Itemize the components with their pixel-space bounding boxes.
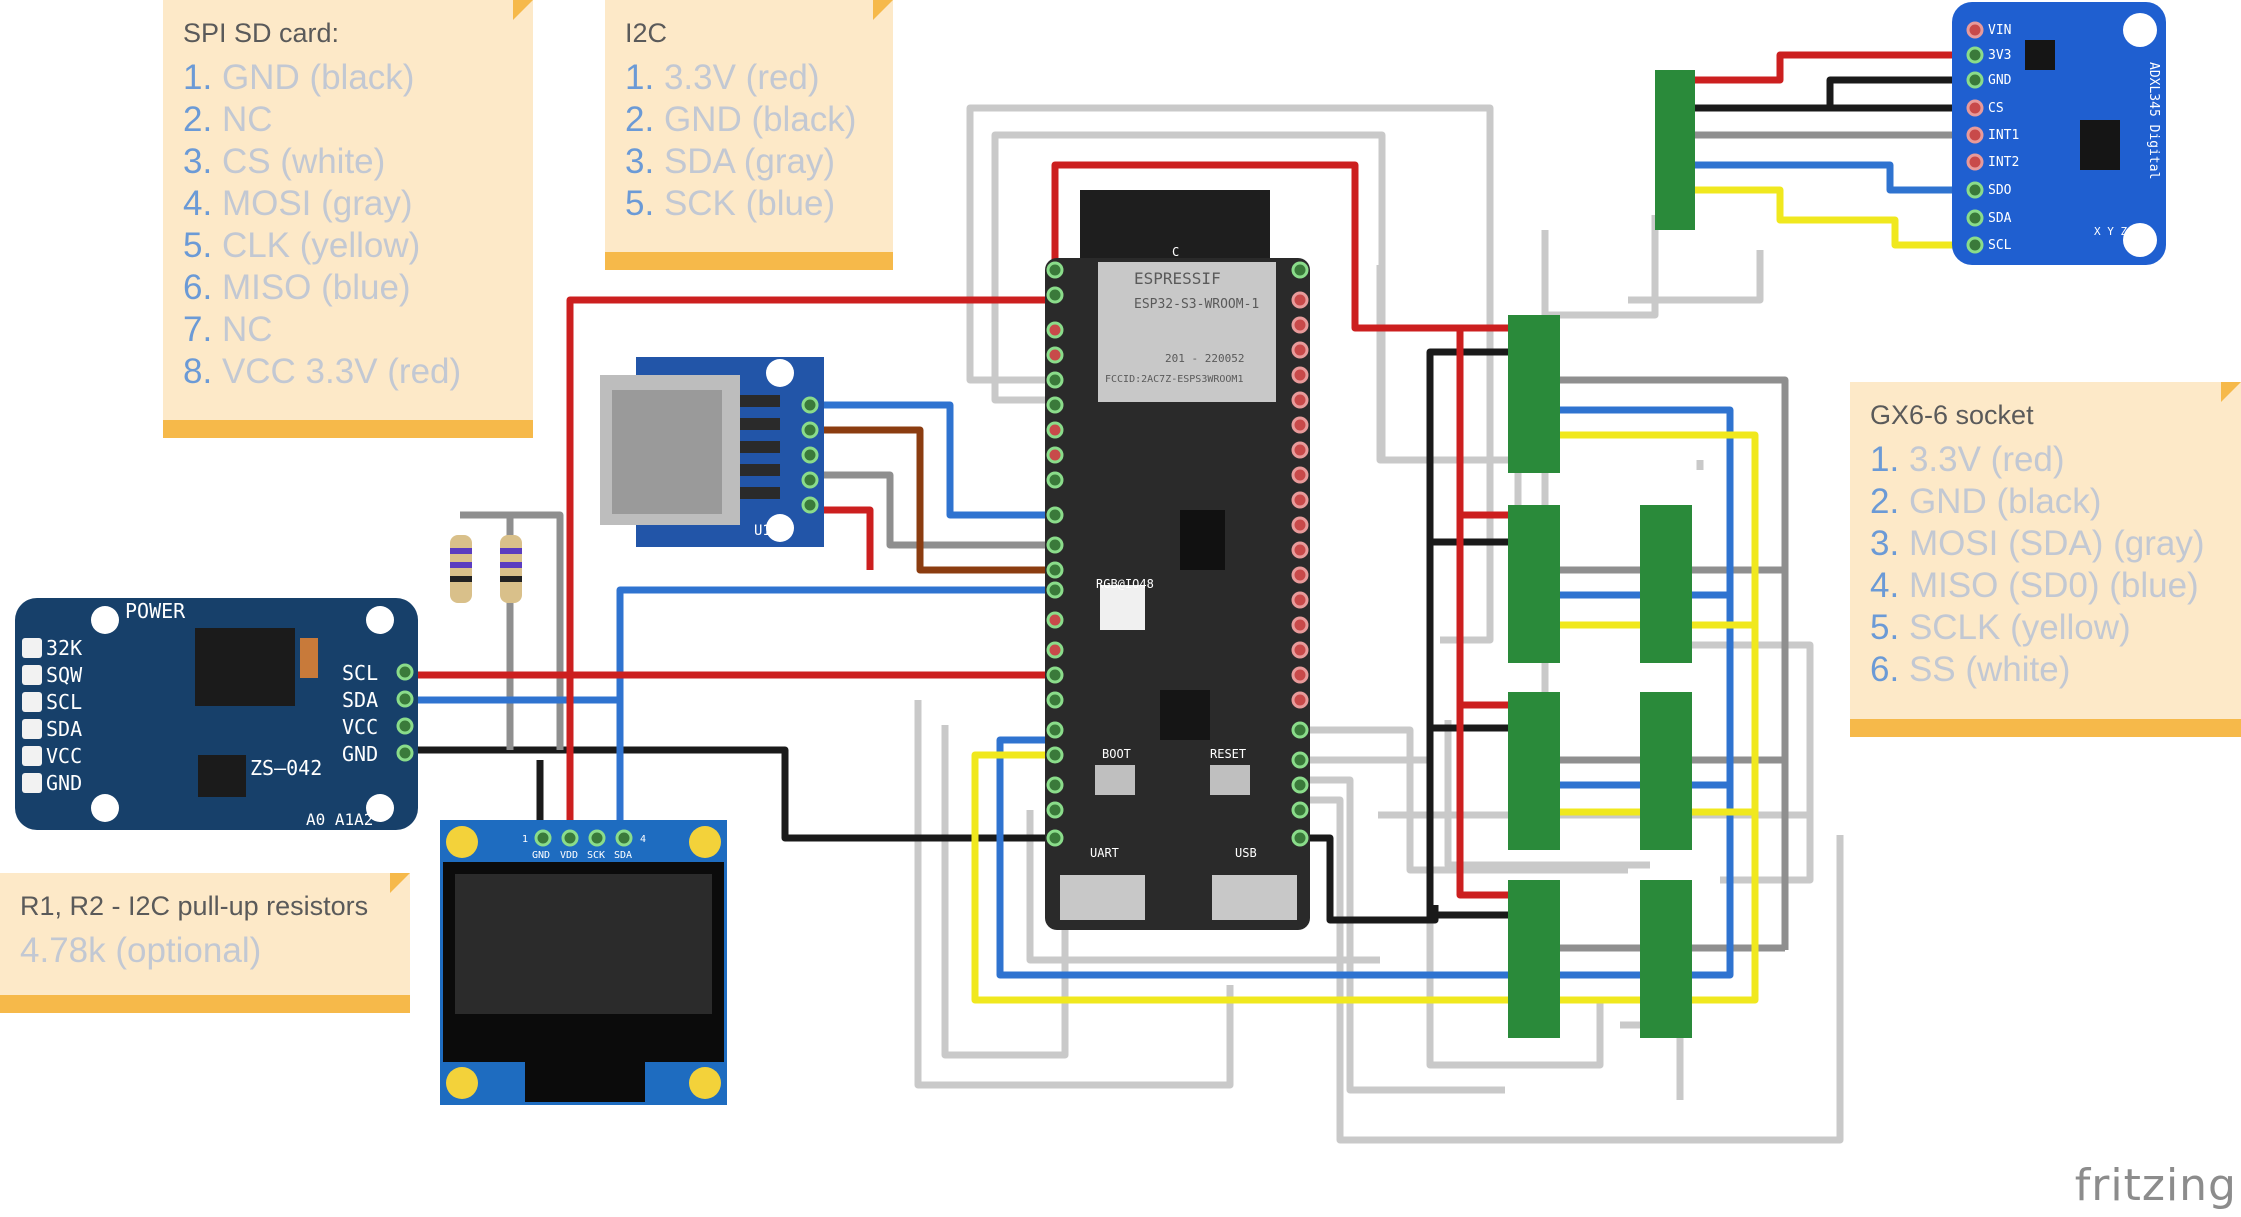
- sd-u1-label: U1: [754, 523, 771, 539]
- note-i2c-item: 5. SCK (blue): [625, 184, 836, 223]
- adxl-pin-cs: CS: [1988, 101, 2004, 116]
- oled-pin-gnd: GND: [532, 850, 550, 861]
- rtc-power-label: POWER: [125, 599, 186, 623]
- note-i2c-item: 2. GND (black): [625, 100, 857, 139]
- blue-wires: [400, 161, 1975, 979]
- note-fold-icon: [873, 0, 893, 20]
- esp-rgb-label: RGB@IO48: [1096, 577, 1154, 591]
- adxl-pin-gnd: GND: [1988, 73, 2012, 88]
- note-pullup-resistors: R1, R2 - I2C pull-up resistors 4.78k (op…: [0, 873, 410, 1013]
- rtc-left-pin-5: VCC: [46, 744, 82, 768]
- note-gx-title: GX6-6 socket: [1870, 400, 2034, 430]
- note-i2c-item: 1. 3.3V (red): [625, 58, 820, 97]
- oled-labels: 1 GND VDD SCK SDA 4: [522, 834, 646, 861]
- note-spi-sd-card: SPI SD card: 1. GND (black) 2. NC 3. CS …: [163, 0, 533, 438]
- pull-up-resistors: [450, 535, 522, 603]
- note-resistors-bar: [0, 995, 410, 1013]
- adxl-pin-int1: INT1: [1988, 128, 2019, 143]
- rtc-left-pin-3: SCL: [46, 690, 82, 714]
- esp-left-header: [1046, 261, 1064, 847]
- adxl-labels: VIN 3V3 GND CS INT1 INT2 SDO SDA SCL X Y…: [1988, 23, 2127, 253]
- esp-usb-label: USB: [1235, 846, 1257, 860]
- brown-wire: [810, 426, 1055, 574]
- esp-reset-label: RESET: [1210, 747, 1246, 761]
- esp-model-label: ESP32-S3-WROOM-1: [1134, 297, 1259, 312]
- oled-display: [440, 820, 727, 1105]
- adxl345-board: [1952, 2, 2166, 265]
- note-fold-icon: [513, 0, 533, 20]
- esp-labels: ESPRESSIF ESP32-S3-WROOM-1 201 - 220052 …: [1105, 245, 1259, 385]
- adxl-title-rotated: ADXL345 Digital Accelerometer: [2146, 62, 2177, 179]
- adxl-pin-int2: INT2: [1988, 155, 2019, 170]
- rtc-labels: POWER 32K SQW SCL SDA VCC GND SCL SDA VC…: [46, 599, 378, 829]
- esp-boot-label: BOOT: [1102, 747, 1131, 761]
- note-gx6-socket: GX6-6 socket 1. 3.3V (red) 2. GND (black…: [1850, 382, 2241, 737]
- note-i2c: I2C 1. 3.3V (red) 2. GND (black) 3. SDA …: [605, 0, 893, 270]
- gx-top-left-board: [1655, 70, 1695, 230]
- esp-cert-label: 201 - 220052: [1165, 352, 1244, 365]
- note-resistors-title: R1, R2 - I2C pull-up resistors: [20, 891, 369, 921]
- note-gx-item: 5. SCLK (yellow): [1870, 608, 2131, 647]
- oled-pin1-label: 1: [522, 834, 528, 845]
- rtc-model-label: ZS—042: [250, 756, 322, 780]
- adxl-axes-label: X Y Z: [2094, 225, 2127, 238]
- note-spi-item: 8. VCC 3.3V (red): [183, 352, 462, 391]
- rtc-left-pin-4: SDA: [46, 717, 82, 741]
- fritzing-logo: fritzing: [2074, 1160, 2237, 1211]
- adxl-pin-sda: SDA: [1988, 211, 2012, 226]
- note-gx-item: 2. GND (black): [1870, 482, 2102, 521]
- adxl-subtitle: Accelerometer: [2162, 62, 2177, 164]
- note-spi-item: 4. MOSI (gray): [183, 184, 413, 223]
- esp-right-header: [1291, 261, 1309, 847]
- note-resistors-sub: 4.78k (optional): [20, 931, 262, 970]
- note-gx-item: 4. MISO (SD0) (blue): [1870, 566, 2199, 605]
- esp32-board: [1045, 190, 1310, 930]
- rtc-address-label: A0 A1A2: [306, 810, 373, 829]
- adxl-pin-3v3: 3V3: [1988, 48, 2011, 63]
- note-gx-item: 1. 3.3V (red): [1870, 440, 2065, 479]
- rtc-left-pin-1: 32K: [46, 636, 82, 660]
- adxl-pin-scl: SCL: [1988, 238, 2012, 253]
- esp-brand-label: ESPRESSIF: [1134, 269, 1221, 288]
- esp-board-labels: RGB@IO48 BOOT RESET UART USB: [1090, 577, 1257, 860]
- note-i2c-item: 3. SDA (gray): [625, 142, 836, 181]
- rtc-right-pin-2: SDA: [342, 688, 378, 712]
- adxl-title: ADXL345 Digital: [2146, 62, 2161, 179]
- oled-pin-vdd: VDD: [560, 850, 578, 861]
- esp-fcc-label: FCCID:2AC7Z-ESPS3WROOM1: [1105, 374, 1243, 385]
- rtc-left-pin-6: GND: [46, 771, 82, 795]
- note-spi-title: SPI SD card:: [183, 18, 340, 48]
- note-spi-item: 5. CLK (yellow): [183, 226, 421, 265]
- note-spi-item: 3. CS (white): [183, 142, 386, 181]
- red-wires: [400, 51, 1975, 899]
- adxl-pin-sdo: SDO: [1988, 183, 2012, 198]
- note-fold-icon: [390, 873, 410, 893]
- gx-socket-boards: [1508, 315, 1692, 1038]
- note-gx-bar: [1850, 719, 2241, 737]
- rtc-module: [15, 598, 418, 830]
- note-spi-item: 7. NC: [183, 310, 273, 349]
- rtc-left-pin-2: SQW: [46, 663, 83, 687]
- note-fold-icon: [2221, 382, 2241, 402]
- note-spi-item: 2. NC: [183, 100, 273, 139]
- rtc-right-pin-4: GND: [342, 742, 378, 766]
- oled-pin-sck: SCK: [587, 850, 605, 861]
- adxl-pin-vin: VIN: [1988, 23, 2011, 38]
- esp-uart-label: UART: [1090, 846, 1119, 860]
- oled-pin-sda: SDA: [614, 850, 632, 861]
- note-gx-item: 3. MOSI (SDA) (gray): [1870, 524, 2205, 563]
- note-gx-item: 6. SS (white): [1870, 650, 2071, 689]
- note-i2c-title: I2C: [625, 18, 668, 48]
- note-spi-item: 1. GND (black): [183, 58, 415, 97]
- note-spi-item: 6. MISO (blue): [183, 268, 411, 307]
- esp-c-label: C: [1172, 245, 1179, 259]
- note-i2c-bar: [605, 252, 893, 270]
- rtc-right-pin-1: SCL: [342, 661, 378, 685]
- rtc-right-pin-3: VCC: [342, 715, 378, 739]
- sd-card-module: [600, 357, 824, 547]
- note-spi-bar: [163, 420, 533, 438]
- oled-pin4-label: 4: [640, 834, 646, 845]
